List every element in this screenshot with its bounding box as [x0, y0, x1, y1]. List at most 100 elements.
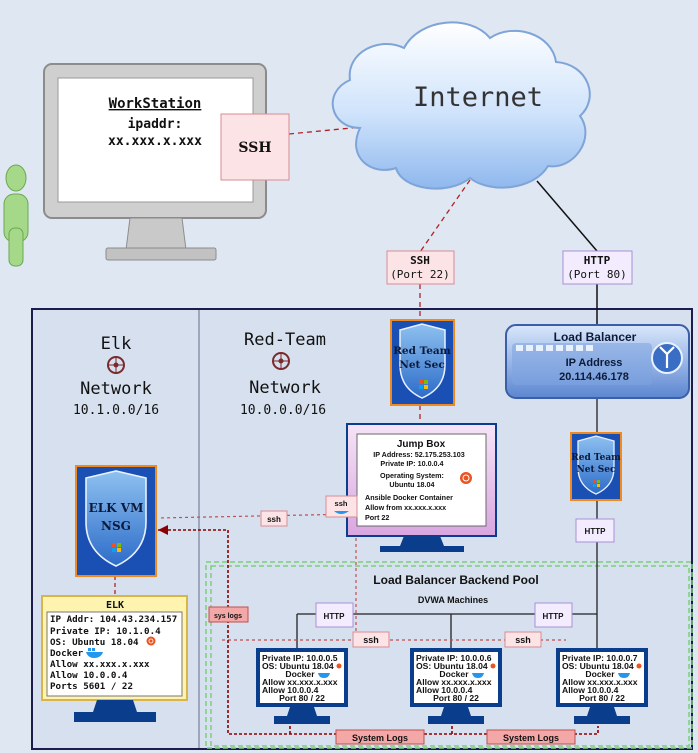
jump-nsg-line1: Red Team	[393, 345, 451, 357]
ssh-port-label-box: SSH (Port 22)	[386, 250, 455, 285]
network-hub-icon	[272, 352, 290, 370]
red-team-network-header: Red-Team Network 10.0.0.0/16	[240, 330, 326, 418]
elk-network-header: Elk Network 10.1.0.0/16	[73, 334, 159, 418]
dvwa-http-tag-right: HTTP	[534, 602, 573, 628]
http-port-label: HTTP	[584, 254, 611, 267]
jump-box-line: Ansible Docker Container	[365, 493, 453, 502]
dvwa-machine-1: Private IP: 10.0.0.5 OS: Ubuntu 18.04 Do…	[256, 648, 348, 724]
backend-pool-title: Load Balancer Backend Pool	[373, 573, 538, 587]
dvwa-line: OS: Ubuntu 18.04	[262, 661, 334, 671]
elk-vm-line: OS: Ubuntu 18.04	[50, 637, 139, 648]
dvwa-ssh-tag-left-label: ssh	[363, 635, 379, 645]
lb-nsg-line2: Net Sec	[577, 465, 616, 475]
docker-whale-icon	[318, 673, 330, 678]
jump-box-monitor: Jump Box IP Address: 52.175.253.103 Priv…	[346, 423, 497, 552]
red-team-network-cidr: 10.0.0.0/16	[240, 403, 326, 418]
ubuntu-icon	[146, 636, 156, 646]
dvwa-http-tag-right-label: HTTP	[543, 612, 565, 621]
docker-whale-icon	[86, 648, 103, 658]
ssh-port-label: SSH	[410, 254, 430, 267]
elk-nsg-line1: ELK VM	[89, 501, 144, 515]
user-icon	[3, 164, 29, 267]
elk-network-subtitle: Network	[80, 379, 152, 399]
docker-whale-icon	[472, 673, 484, 678]
elk-nsg-shield: ELK VM NSG	[75, 465, 157, 577]
dvwa-ssh-tag-right: ssh	[504, 631, 542, 648]
system-logs-tag-left: System Logs	[335, 729, 425, 745]
ssh-port-number: (Port 22)	[390, 268, 450, 281]
elk-vm-monitor: ELK IP Addr: 104.43.234.157 Private IP: …	[41, 595, 188, 722]
jump-box-line: Port 22	[365, 513, 389, 522]
network-hub-icon	[107, 356, 125, 374]
docker-whale-icon	[334, 511, 349, 514]
dvwa-http-tag-left-label: HTTP	[324, 612, 346, 621]
backend-pool-subtitle: DVWA Machines	[418, 595, 488, 605]
lb-http-tag-label: HTTP	[585, 527, 607, 536]
elk-vm-title: ELK	[106, 600, 124, 611]
windows-logo-icon	[112, 543, 121, 552]
dvwa-line: Port 80 / 22	[279, 693, 325, 703]
jump-box-title: Jump Box	[397, 439, 446, 450]
elk-ssh-tag-label: ssh	[267, 515, 281, 524]
load-balancer-title: Load Balancer	[554, 330, 637, 344]
red-team-network-title: Red-Team	[244, 330, 326, 350]
docker-whale-icon	[618, 673, 630, 678]
dvwa-line: OS: Ubuntu 18.04	[416, 661, 488, 671]
workstation-ip-label: ipaddr:	[128, 117, 183, 132]
workstation-ssh-box: SSH	[220, 113, 290, 181]
dvwa-machine-3: Private IP: 10.0.0.7 OS: Ubuntu 18.04 Do…	[556, 648, 648, 724]
port-slots-icon	[516, 345, 593, 351]
windows-logo-icon	[419, 380, 428, 389]
ubuntu-icon	[490, 663, 496, 669]
dvwa-line: Docker	[285, 669, 315, 679]
dvwa-line: Private IP: 10.0.0.5	[262, 653, 338, 663]
system-logs-tag-right-label: System Logs	[503, 733, 559, 743]
workstation-title: WorkStation	[109, 96, 202, 112]
elk-ssh-tag: ssh	[260, 510, 288, 527]
dvwa-line: Allow 10.0.0.4	[262, 685, 319, 695]
jump-nsg-shield: Red Team Net Sec	[390, 319, 455, 406]
sys-logs-tag-label: sys logs	[214, 613, 242, 620]
jump-box-line: Private IP: 10.0.0.4	[380, 459, 443, 468]
windows-logo-icon	[593, 480, 600, 487]
load-balancer-ip-value: 20.114.46.178	[559, 371, 629, 383]
ssh-to-internet-link	[288, 125, 373, 135]
dvwa-line: OS: Ubuntu 18.04	[562, 661, 634, 671]
elk-vm-line: Allow xx.xxx.x.xxx	[50, 659, 150, 670]
load-balancer-ip-label: IP Address	[566, 357, 623, 369]
dvwa-http-tag-left: HTTP	[315, 602, 354, 628]
dvwa-machine-2: Private IP: 10.0.0.6 OS: Ubuntu 18.04 Do…	[410, 648, 502, 724]
workstation-ip-value: xx.xxx.x.xxx	[108, 134, 202, 149]
http-port-number: (Port 80)	[567, 268, 627, 281]
dvwa-line: Port 80 / 22	[433, 693, 479, 703]
load-balancer: Load Balancer IP Address 20.114.46.178	[505, 324, 690, 399]
ubuntu-icon	[636, 663, 642, 669]
elk-vm-line: IP Addr: 104.43.234.157	[50, 614, 177, 625]
dvwa-line: Allow xx.xxx.x.xxx	[562, 677, 638, 687]
jump-nsg-line2: Net Sec	[399, 359, 444, 371]
system-logs-tag-left-label: System Logs	[352, 733, 408, 743]
ubuntu-icon	[460, 472, 472, 484]
lb-nsg-shield: Red Team Net Sec	[570, 432, 622, 501]
lb-http-tag: HTTP	[575, 518, 615, 543]
jump-ssh-tag-label: ssh	[335, 499, 348, 508]
elk-vm-line: Allow 10.0.0.4	[50, 670, 128, 681]
workstation-ssh-label: SSH	[238, 140, 271, 156]
http-port-label-box: HTTP (Port 80)	[562, 250, 633, 285]
ubuntu-icon	[336, 663, 342, 669]
jump-box-line: Operating System:	[380, 471, 444, 480]
red-team-network-subtitle: Network	[249, 378, 321, 398]
dvwa-ssh-tag-right-label: ssh	[515, 635, 531, 645]
dvwa-line: Private IP: 10.0.0.6	[416, 653, 492, 663]
elk-vm-line: Docker	[50, 648, 84, 659]
lb-nsg-line1: Red Team	[571, 453, 621, 463]
dvwa-line: Allow 10.0.0.4	[562, 685, 619, 695]
jump-box-line: Allow from xx.xxx.x.xxx	[365, 503, 446, 512]
jump-ssh-tag: ssh	[325, 495, 358, 518]
internet-label: Internet	[413, 82, 543, 113]
elk-vm-line: Ports 5601 / 22	[50, 681, 133, 692]
internet-to-http-link	[536, 180, 598, 252]
elk-network-title: Elk	[101, 334, 132, 354]
dvwa-line: Docker	[439, 669, 469, 679]
system-logs-tag-right: System Logs	[486, 729, 576, 745]
